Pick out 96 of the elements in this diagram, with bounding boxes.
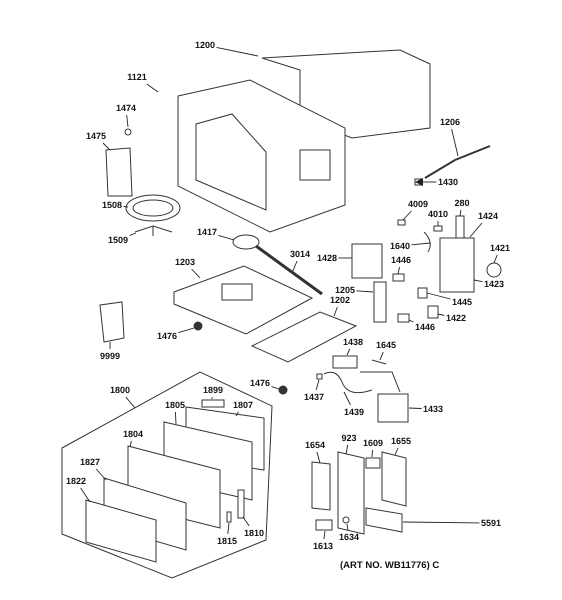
leader-line <box>334 306 338 316</box>
callout-number: 1424 <box>478 210 498 222</box>
callout-number: 4010 <box>428 208 448 220</box>
callout-number: 1428 <box>316 252 338 264</box>
leader-line <box>402 210 412 220</box>
leader-line <box>438 314 445 316</box>
callout-number: 1508 <box>102 199 122 211</box>
leader-line <box>316 380 320 390</box>
leader-line <box>129 232 136 236</box>
callout-number: 1439 <box>344 406 364 418</box>
leader-line <box>102 142 110 150</box>
callout-number: 1804 <box>122 428 144 440</box>
callout-number: 1654 <box>304 439 326 451</box>
leader-line <box>415 178 437 186</box>
leader-line <box>394 448 398 456</box>
callout-number: 1827 <box>80 456 100 468</box>
leader-line <box>96 468 106 480</box>
callout-number: 1423 <box>484 278 504 290</box>
callout-number: 1422 <box>446 312 466 324</box>
leader-line <box>178 328 194 334</box>
leader-line <box>426 292 451 300</box>
callout-number: 1509 <box>108 234 128 246</box>
leader-line <box>218 234 234 240</box>
leader-line <box>474 280 483 282</box>
leader-line <box>80 488 90 502</box>
leader-line <box>236 412 239 416</box>
leader-line <box>125 396 136 408</box>
leader-line <box>380 352 384 360</box>
leader-line <box>398 266 400 274</box>
callout-number: 1805 <box>164 399 186 411</box>
leader-line <box>356 290 374 292</box>
callout-number: 1810 <box>244 527 264 539</box>
callout-number: 1645 <box>376 339 396 351</box>
leader-line <box>216 46 258 56</box>
callout-number: 3014 <box>290 248 310 260</box>
callout-number: 1438 <box>342 336 364 348</box>
callout-number: 1421 <box>490 242 510 254</box>
callout-number: 1417 <box>196 226 218 238</box>
callout-number: 1205 <box>334 284 356 296</box>
leader-line <box>146 84 158 92</box>
callout-number: 9999 <box>100 350 120 362</box>
callout-number: 1446 <box>390 254 412 266</box>
leader-line <box>323 530 326 540</box>
leader-line <box>408 320 414 322</box>
callout-number: 1446 <box>414 321 436 333</box>
leader-line <box>408 408 422 409</box>
leader-line <box>346 444 348 454</box>
leader-line <box>126 114 128 128</box>
callout-number: 1203 <box>174 256 196 268</box>
leader-line <box>460 210 462 216</box>
leader-line <box>411 242 430 246</box>
callout-number: 1121 <box>127 71 147 83</box>
callout-number: 1202 <box>330 294 350 306</box>
callout-number: 1655 <box>390 435 412 447</box>
callout-number: 1475 <box>86 130 106 142</box>
callout-number: 1200 <box>194 39 216 51</box>
callout-number: 1476 <box>156 330 178 342</box>
leader-line <box>402 522 480 524</box>
callout-number: 923 <box>341 432 357 444</box>
callout-number: 5591 <box>480 517 502 529</box>
leader-line <box>292 260 298 274</box>
callout-number: 1433 <box>422 403 444 415</box>
leader-line <box>451 128 458 156</box>
leader-line <box>242 516 250 526</box>
leader-line <box>494 254 498 264</box>
art-number-note: (ART NO. WB11776) C <box>340 560 440 571</box>
leader-line <box>346 348 350 356</box>
callout-number: 1437 <box>304 391 324 403</box>
leader-line <box>344 392 351 406</box>
leader-line <box>316 452 320 464</box>
callout-number: 1609 <box>362 437 384 449</box>
callout-number: 1807 <box>232 399 254 411</box>
leader-line <box>372 450 373 458</box>
callout-number: 280 <box>454 197 470 209</box>
callout-number: 1474 <box>116 102 136 114</box>
callout-number: 1430 <box>438 176 458 188</box>
leader-line <box>271 386 280 390</box>
callout-number: 1476 <box>250 377 270 389</box>
callout-number: 1445 <box>452 296 472 308</box>
callout-number: 1899 <box>202 384 224 396</box>
leader-line <box>130 440 132 448</box>
leader-line <box>227 522 230 534</box>
callout-number: 1815 <box>216 535 238 547</box>
callout-number: 1822 <box>66 475 86 487</box>
leader-line <box>123 206 128 208</box>
leader-line <box>212 396 213 400</box>
callout-number: 4009 <box>408 198 428 210</box>
callout-number: 1613 <box>312 540 334 552</box>
leader-line <box>174 412 176 424</box>
callout-number: 1800 <box>110 384 130 396</box>
callout-number: 1206 <box>440 116 460 128</box>
callout-number: 1640 <box>390 240 410 252</box>
leader-line <box>470 222 482 238</box>
leader-line <box>346 524 348 530</box>
callout-number: 1634 <box>338 531 360 543</box>
leader-line <box>191 268 200 278</box>
